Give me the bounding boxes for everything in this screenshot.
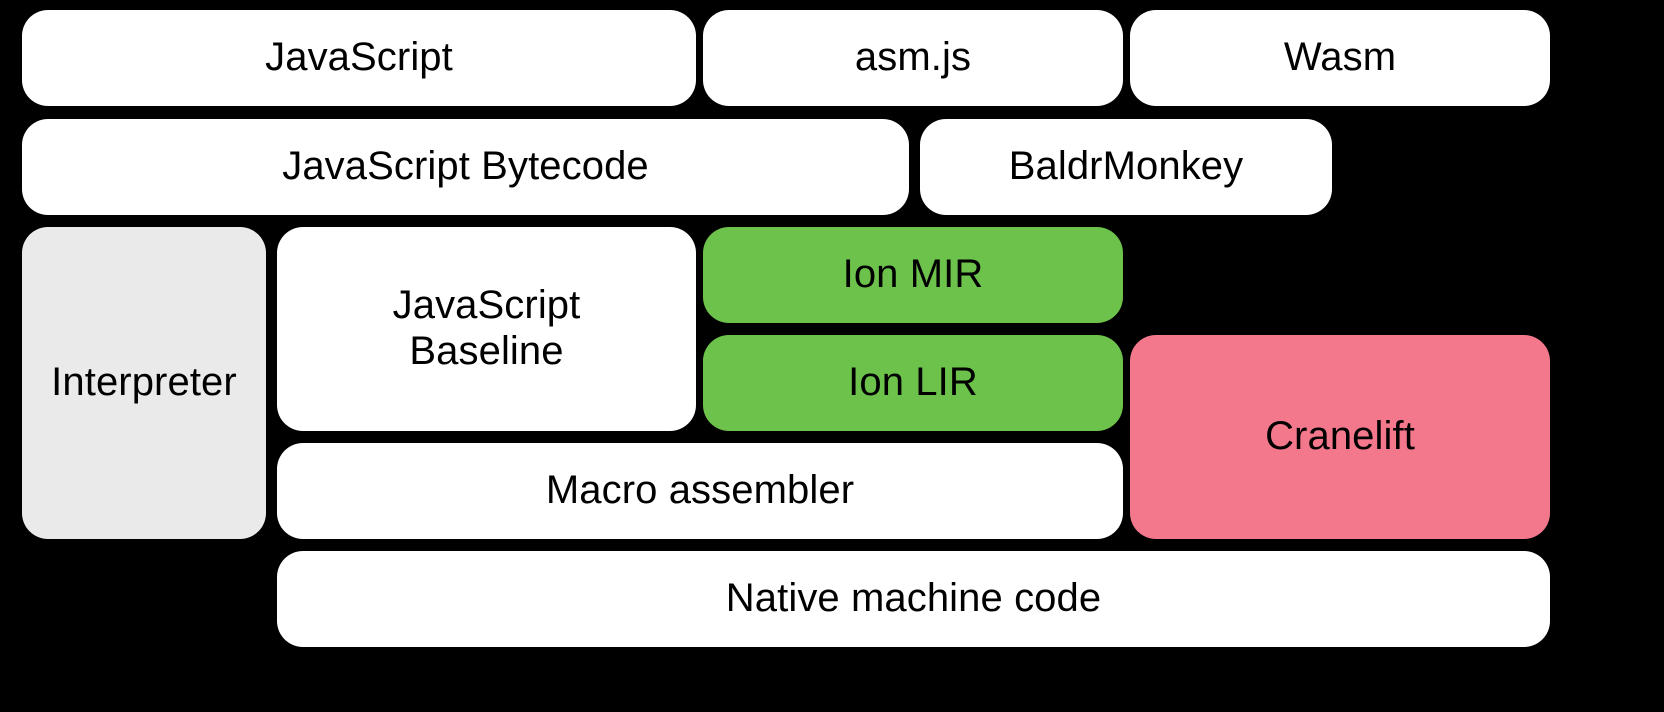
node-baldrmonkey: BaldrMonkey	[920, 119, 1332, 215]
node-cranelift: Cranelift	[1130, 335, 1550, 539]
node-javascript-baseline: JavaScript Baseline	[277, 227, 696, 431]
node-native-machine-code: Native machine code	[277, 551, 1550, 647]
node-javascript-bytecode: JavaScript Bytecode	[22, 119, 909, 215]
node-ion-lir: Ion LIR	[703, 335, 1123, 431]
node-asm-js: asm.js	[703, 10, 1123, 106]
node-wasm: Wasm	[1130, 10, 1550, 106]
node-javascript: JavaScript	[22, 10, 696, 106]
node-interpreter: Interpreter	[22, 227, 266, 539]
node-macro-assembler: Macro assembler	[277, 443, 1123, 539]
node-ion-mir: Ion MIR	[703, 227, 1123, 323]
